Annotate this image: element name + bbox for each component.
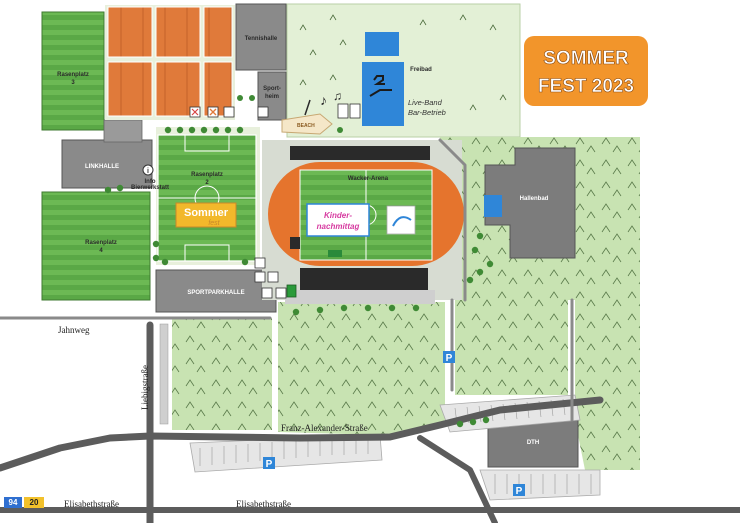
liebigstrasse-label: Liebigstraße <box>140 365 150 410</box>
rasenplatz-2-label: Rasenplatz <box>191 172 223 178</box>
food-icon <box>254 257 266 269</box>
arena-logo <box>328 250 342 257</box>
tennis-court <box>107 61 153 117</box>
jahnweg-label: Jahnweg <box>58 325 90 335</box>
beach-label: BEACH <box>297 123 315 129</box>
elisabethstrasse-label: Elisabethstraße <box>64 499 119 509</box>
park-southeast <box>575 300 640 470</box>
first-aid-icon <box>257 106 269 118</box>
kindernachmittag-label-2: nachmittag <box>317 222 360 231</box>
parking-label: P <box>516 486 523 497</box>
freibad-label: Freibad <box>410 67 432 73</box>
svg-text:i: i <box>147 168 149 175</box>
logo-line-2: FEST 2023 <box>538 76 634 97</box>
beer-icon <box>337 103 349 119</box>
bar-betrieb-label: Bar-Betrieb <box>408 108 446 117</box>
hallenbad-label: Hallenbad <box>520 196 549 202</box>
food-icon <box>191 108 199 116</box>
sportparkhalle-label: SPORTPARKHALLE <box>187 290 244 296</box>
pool-small <box>365 32 399 56</box>
road-network <box>0 138 740 523</box>
drinks-icon <box>254 271 266 283</box>
beach-area <box>281 113 333 135</box>
bus-94-label: 94 <box>9 498 18 507</box>
hallenbad-pool <box>484 195 502 217</box>
sommer-sign-label: Sommer <box>184 207 229 219</box>
palm-icon <box>304 99 311 116</box>
rasenplatz-4-number: 4 <box>99 248 103 254</box>
park-south-middle <box>455 300 568 395</box>
connector-road <box>417 435 498 523</box>
parking-label: P <box>266 459 273 470</box>
sponsor-sign <box>386 205 416 235</box>
sportheim-label: Sport- <box>263 86 281 92</box>
franz-alexander-strasse-label: Franz-Alexander-Straße <box>281 423 368 433</box>
map-labels: Tennishalle Sport- heim Freibad Live-Ban… <box>9 36 549 509</box>
wheelchair-icon <box>261 287 273 299</box>
emergency-exit-icon <box>286 284 297 298</box>
poi-icons-south <box>254 237 300 299</box>
parking-lot-dth <box>479 469 601 501</box>
info-icon <box>142 164 154 176</box>
poi-icons-freibad: ♪ ♫ <box>320 89 361 119</box>
franz-alexander-strasse-road <box>0 396 604 472</box>
tennishalle-label: Tennishalle <box>245 36 278 42</box>
linkhalle-annex <box>103 119 143 143</box>
rasenplatz-4-label: Rasenplatz <box>85 240 117 246</box>
park-center <box>278 302 445 435</box>
fest-sign-label: fest <box>208 220 220 227</box>
poi-icons-north <box>189 106 269 118</box>
arena-stand-north <box>290 146 430 160</box>
swimmer-icon <box>369 75 392 97</box>
info-label: Info <box>145 179 156 185</box>
park-west <box>172 318 272 430</box>
parking-icon <box>513 484 525 496</box>
music-note-icon: ♫ <box>333 89 342 103</box>
kindernachmittag-sign <box>306 203 370 237</box>
parking-signs <box>263 351 525 496</box>
linkhalle-label: LINKHALLE <box>85 164 119 170</box>
pool-large <box>362 62 404 126</box>
parking-icon <box>443 351 455 363</box>
parking-label: P <box>446 353 453 364</box>
sportheim-label-2: heim <box>265 94 279 100</box>
music-note-icon: ♪ <box>320 92 327 108</box>
logo-line-1: SOMMER <box>543 48 629 69</box>
freibad-trees <box>299 14 507 111</box>
elisabethstrasse-label-2: Elisabethstraße <box>236 499 291 509</box>
rasenplatz-3-number: 3 <box>71 80 75 86</box>
tennis-court <box>155 6 201 58</box>
linkhalle-building <box>61 139 153 189</box>
rasenplatz-3-label: Rasenplatz <box>57 72 89 78</box>
bus-line-94-sign <box>4 497 22 508</box>
tennis-court <box>203 6 233 58</box>
kindernachmittag-label: Kinder- <box>324 211 352 220</box>
rasenplatz-4 <box>41 191 151 301</box>
bus-20-label: 20 <box>30 498 39 507</box>
sommerfest-sign <box>175 202 237 228</box>
cocktail-icon <box>349 103 361 119</box>
dth-label: DTH <box>527 440 539 446</box>
tennishalle-building <box>235 3 287 71</box>
bar-icon <box>275 287 287 299</box>
liveband-label: Live-Band <box>408 98 443 107</box>
parking-icon <box>263 457 275 469</box>
bushes <box>104 95 494 428</box>
sommerfest-logo: SOMMER FEST 2023 <box>524 36 648 106</box>
bierwerkstatt-label: Bierwerkstatt <box>131 185 169 191</box>
bus-line-20-sign <box>24 497 44 508</box>
dj-icon <box>290 237 300 249</box>
rasenplatz-3 <box>41 11 105 131</box>
arena-forecourt <box>285 290 435 304</box>
rasenplatz-2-number: 2 <box>205 180 209 186</box>
toilet-icon <box>267 271 279 283</box>
wacker-arena-label: Wacker-Arena <box>348 176 389 182</box>
drinks-icon <box>223 106 235 118</box>
hallenbad-building <box>484 147 576 259</box>
tennis-court <box>107 6 153 58</box>
arena-stand-south <box>300 268 428 290</box>
